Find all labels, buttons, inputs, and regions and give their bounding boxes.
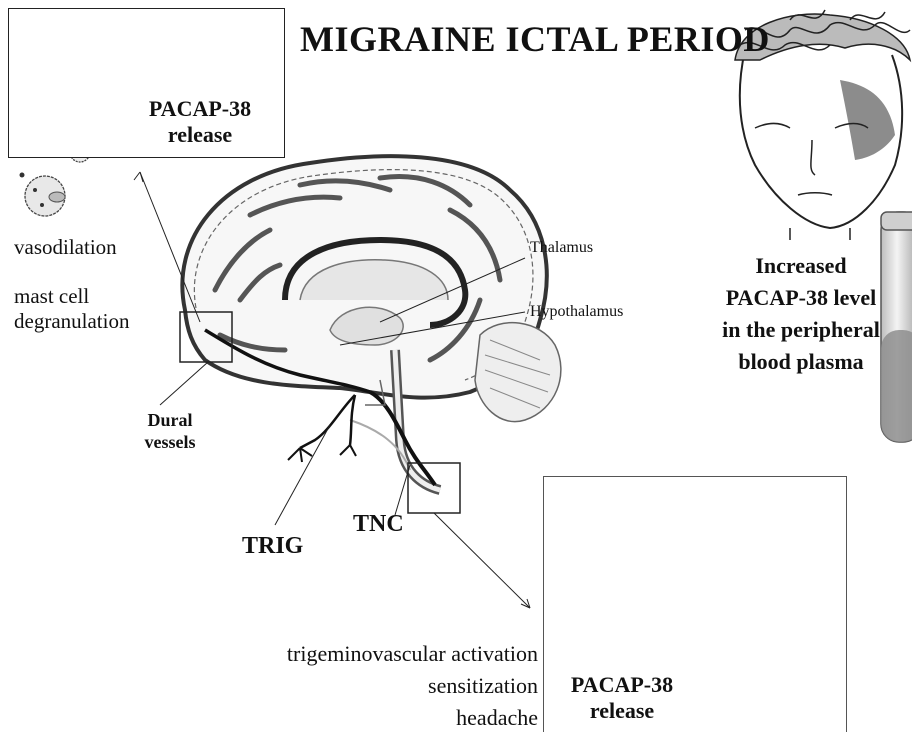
brain-illustration <box>182 156 561 490</box>
vasodilation-label: vasodilation <box>14 235 117 260</box>
plasma-line2: PACAP-38 level <box>690 282 912 314</box>
dural-vessels-label: Dural vessels <box>120 410 220 453</box>
diagram-title: MIGRAINE ICTAL PERIOD <box>300 18 770 60</box>
top-release-line1: PACAP-38 <box>135 96 265 122</box>
bottom-inset-release-label: PACAP-38 release <box>552 672 692 725</box>
plasma-line4: blood plasma <box>690 346 912 378</box>
plasma-line1: Increased <box>690 250 912 282</box>
trig-label: TRIG <box>242 532 303 561</box>
effect-headache: headache <box>220 702 538 734</box>
bottom-release-line1: PACAP-38 <box>552 672 692 698</box>
top-inset-release-label: PACAP-38 release <box>135 96 265 149</box>
tnc-label: TNC <box>353 510 404 539</box>
dural-line1: Dural <box>120 410 220 432</box>
plasma-line3: in the peripheral <box>690 314 912 346</box>
mast-cell-label: mast cell degranulation <box>14 284 129 334</box>
bottom-release-line2: release <box>552 698 692 724</box>
hypothalamus-label: Hypothalamus <box>530 303 623 321</box>
mast-line1: mast cell <box>14 284 129 309</box>
thalamus-label: Thalamus <box>530 239 593 257</box>
effect-activation: trigeminovascular activation <box>220 638 538 670</box>
dural-line2: vessels <box>120 432 220 454</box>
mast-line2: degranulation <box>14 309 129 334</box>
plasma-level-label: Increased PACAP-38 level in the peripher… <box>690 250 912 378</box>
bottom-effects: trigeminovascular activation sensitizati… <box>220 638 538 734</box>
effect-sensitization: sensitization <box>220 670 538 702</box>
top-release-line2: release <box>135 122 265 148</box>
